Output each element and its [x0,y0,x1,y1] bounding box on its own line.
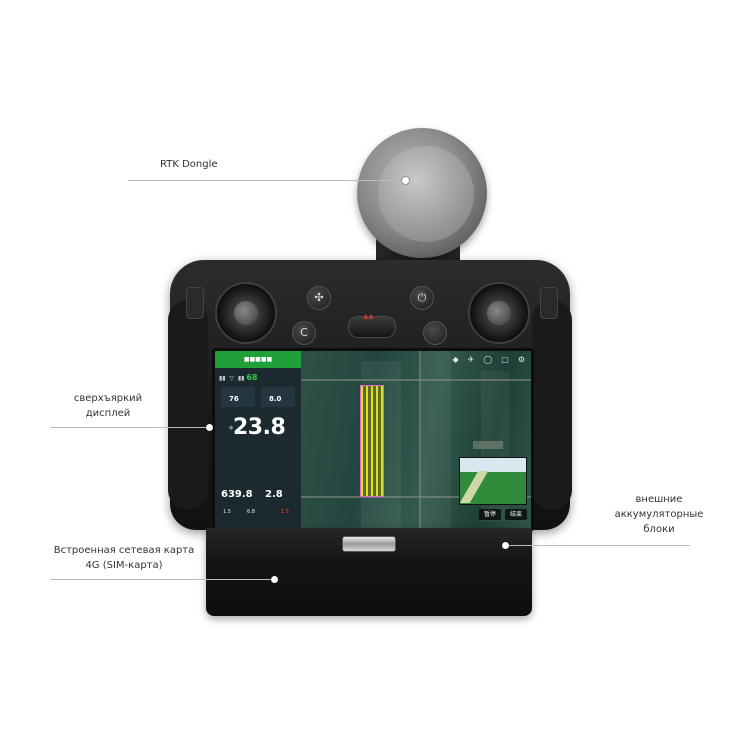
square-icon[interactable]: ▢ [501,355,509,364]
foot-right: 1.5 [281,509,289,515]
label-display: сверхъяркий дисплей [44,391,172,421]
custom-button[interactable] [423,321,447,345]
telemetry-panel: ■■■■■ ▮▮ ▽ ▮▮ 68 76 8.0 ◉ 23.8 639.8 2.8… [215,351,301,529]
left-stick-cap [234,301,258,325]
field-strip [421,351,451,529]
display-screen[interactable]: ◆ ✈ ◯ ▢ ⚙ 暂停 结束 ■■■■■ ▮▮ ▽ ▮▮ 68 76 8.0 … [212,348,534,532]
stat-bottom-right: 2.8 [265,489,283,500]
marker-display [206,424,213,431]
panel-header[interactable]: ■■■■■ [215,351,301,368]
label-display-line1: сверхъяркий [73,393,143,404]
right-grip [532,300,572,510]
power-icon: ⏻ [417,291,427,304]
stat-top-right: 8.0 [269,395,282,403]
left-control-stick[interactable] [215,282,277,344]
drone-icon: ✣ [314,291,324,304]
c-button[interactable]: C [292,321,316,345]
label-sim-line2: 4G (SIM-карта) [85,560,163,571]
map-road [301,496,531,498]
stat-box [221,387,255,407]
label-batteries-line3: блоки [643,524,675,535]
label-sim: Встроенная сетевая карта 4G (SIM-карта) [30,543,218,573]
map-toolbar: ◆ ✈ ◯ ▢ ⚙ [452,355,525,364]
left-shoulder-button[interactable] [186,287,204,319]
stat-top-left: 76 [229,395,239,403]
battery-latch[interactable] [342,536,396,552]
stat-box [261,387,295,407]
right-shoulder-button[interactable] [540,287,558,319]
label-display-line2: дисплей [85,408,131,419]
power-button[interactable]: ⏻ [410,286,434,310]
map-building [473,441,503,449]
marker-batteries [502,542,509,549]
marker-sim [271,576,278,583]
speed-value: 23.8 [233,415,286,440]
header-logo-icon: ■■■■■ [243,356,273,363]
circle-icon[interactable]: ◯ [483,355,493,364]
flight-route[interactable] [360,385,384,497]
leader-sim [50,579,276,580]
aircraft-icon[interactable]: ✈ [467,355,475,364]
right-stick-cap [487,301,511,325]
gauge-icon: ◉ [229,425,234,431]
return-home-button[interactable]: ✣ [307,286,331,310]
foot-mid: 6.8 [247,509,255,515]
label-batteries-line2: аккумуляторные [614,509,704,520]
label-batteries: внешние аккумуляторные блоки [604,492,714,537]
rtk-dongle-cap [378,146,474,242]
pause-button[interactable]: 暂停 [479,509,502,520]
map-road [301,379,531,381]
wheel-indicator: ▲▲ [363,312,374,320]
end-button[interactable]: 结束 [505,509,528,520]
leader-batteries [506,545,690,546]
foot-left: 1.5 [223,509,231,515]
marker-rtk-dongle [402,177,409,184]
dial-wheel[interactable] [348,316,396,338]
label-rtk-dongle: RTK Dongle [160,159,218,170]
left-grip [168,300,208,510]
settings-icon[interactable]: ⚙ [517,355,525,364]
signal-row: ▮▮ ▽ ▮▮ 68 [219,373,258,382]
leader-rtk-dongle [128,180,406,181]
gimbal-icon[interactable]: ◆ [452,355,459,364]
signal-value: 68 [246,373,258,382]
label-batteries-line1: внешние [635,494,683,505]
leader-display [50,427,212,428]
map-road [419,351,421,529]
label-sim-line1: Встроенная сетевая карта [53,545,195,556]
stat-bottom-left: 639.8 [221,489,253,500]
